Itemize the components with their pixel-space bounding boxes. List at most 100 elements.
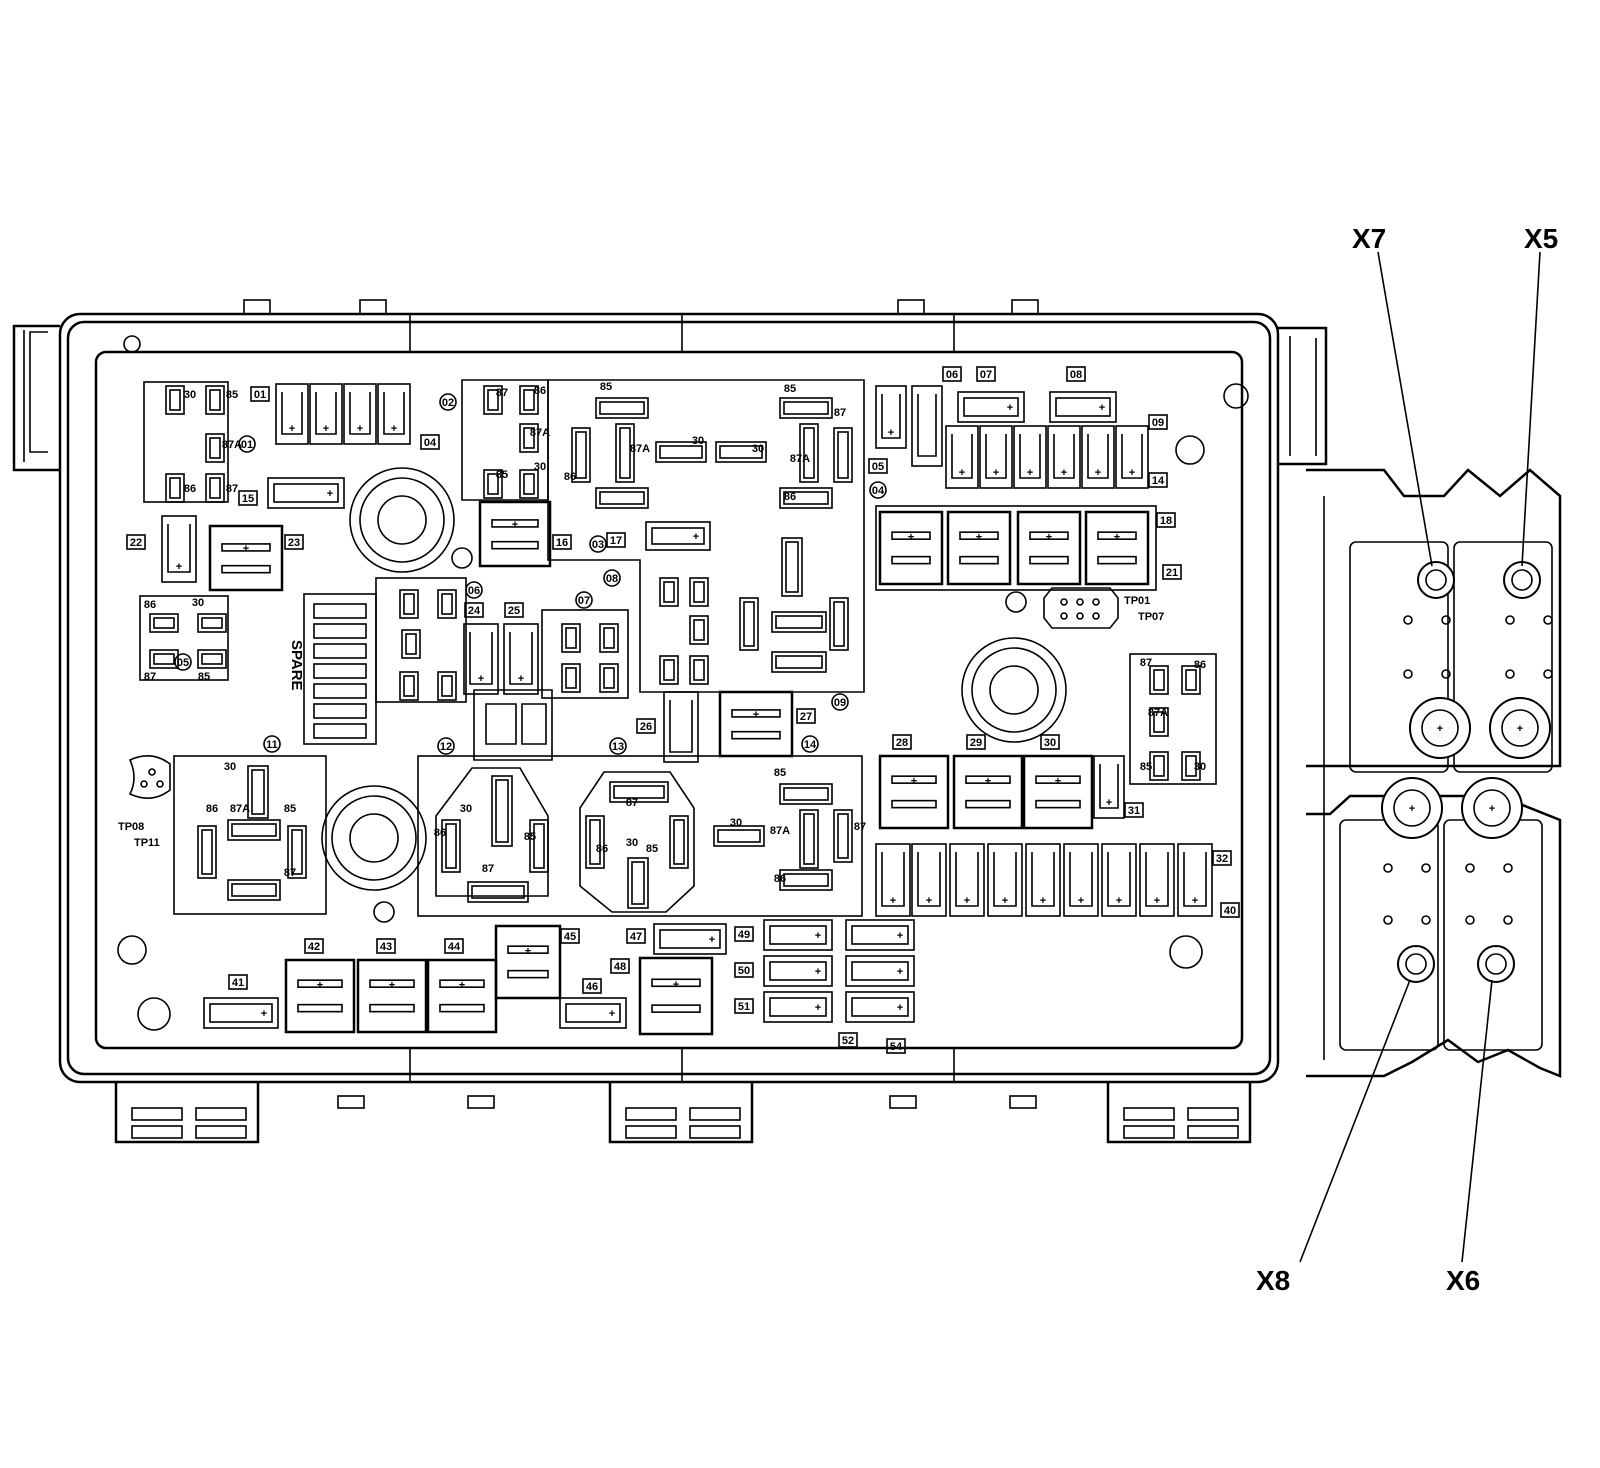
relay-terminal: [227, 879, 281, 901]
terminal-label: 85: [774, 767, 786, 779]
callout-x5: X5: [1524, 223, 1558, 254]
relay-terminal: [205, 473, 225, 503]
slot-number: 22: [130, 537, 142, 549]
relay-terminal: [799, 809, 819, 869]
terminal-label: 87A: [630, 443, 650, 455]
terminal-label: 87A: [230, 803, 250, 815]
svg-text:+: +: [1046, 532, 1052, 544]
slot-number: 18: [1160, 515, 1172, 527]
mini-fuse-horizontal: +: [845, 955, 915, 987]
svg-text:+: +: [1116, 895, 1122, 907]
relay-terminal: [441, 819, 461, 873]
terminal-label: 87A: [770, 825, 790, 837]
slot-15: 15: [238, 490, 258, 506]
svg-text:+: +: [518, 673, 524, 685]
relay-id-text: 02: [442, 397, 454, 409]
relay-id-01: 01: [238, 435, 256, 453]
relay-terminal: [519, 385, 539, 415]
relay-terminal: [659, 655, 679, 685]
svg-text:+: +: [459, 980, 465, 992]
slot-16: 16: [552, 534, 572, 550]
mini-fuse-horizontal: +: [957, 391, 1025, 423]
relay-socket-12: [435, 767, 549, 897]
relay-terminal: [771, 611, 827, 633]
mini-fuse: [663, 691, 699, 763]
relay-terminal: [627, 857, 649, 909]
relay-terminal: [149, 649, 179, 669]
relay-terminal: [165, 385, 185, 415]
terminal-label: 85: [1140, 761, 1152, 773]
relay-terminal: [149, 613, 179, 633]
slot-47: 47: [626, 928, 646, 944]
relay-terminal: [197, 825, 217, 879]
terminal-pins: [485, 703, 547, 745]
mini-fuse-horizontal: +: [653, 923, 727, 955]
slot-number: 08: [1070, 369, 1082, 381]
mini-fuse: +: [1101, 843, 1137, 917]
relay-id-text: 06: [468, 585, 480, 597]
relay-terminal: [197, 613, 227, 633]
relay-id-06: 06: [465, 581, 483, 599]
svg-text:+: +: [815, 1002, 821, 1014]
terminal-label: 86: [434, 827, 446, 839]
slot-05: 05: [868, 458, 888, 474]
spare-fuse-holder: [303, 593, 377, 745]
svg-text:+: +: [176, 561, 182, 573]
terminal-label: 85: [198, 671, 210, 683]
slot-01: 01: [250, 386, 270, 402]
tp11-label: TP11: [134, 837, 160, 849]
svg-text:+: +: [1489, 803, 1495, 815]
cartridge-fuse: +: [946, 510, 1012, 586]
terminal-label: 85: [784, 383, 796, 395]
slot-number: 50: [738, 965, 750, 977]
terminal-label: 86: [774, 873, 786, 885]
slot-number: 14: [1152, 475, 1165, 487]
relay-terminal: [483, 469, 503, 499]
slot-28: 28: [892, 734, 912, 750]
relay-terminal: [595, 397, 649, 419]
terminal-label: 30: [184, 389, 196, 401]
terminal-label: 87A: [1148, 707, 1168, 719]
tp01-label: TP01: [1124, 595, 1150, 607]
terminal-label: 86: [184, 483, 196, 495]
svg-text:+: +: [985, 776, 991, 788]
mini-fuse: +: [1115, 425, 1149, 489]
mini-fuse: +: [875, 385, 907, 449]
terminal-label: 30: [626, 837, 638, 849]
relay-id-04: 04: [869, 481, 887, 499]
mini-fuse: +: [503, 623, 539, 695]
svg-text:+: +: [1106, 797, 1112, 809]
terminal-label: 30: [1194, 761, 1206, 773]
relay-id-text: 05: [177, 657, 189, 669]
relay-id-02: 02: [439, 393, 457, 411]
svg-text:+: +: [389, 980, 395, 992]
terminal-label: 30: [692, 435, 704, 447]
svg-text:+: +: [1409, 803, 1415, 815]
slot-30: 30: [1040, 734, 1060, 750]
relay-id-11: 11: [263, 735, 281, 753]
relay-terminal: [781, 537, 803, 597]
slot-number: 32: [1216, 853, 1228, 865]
terminal-label: 86: [206, 803, 218, 815]
slot-45: 45: [560, 928, 580, 944]
slot-54: 54: [886, 1038, 906, 1054]
slot-43: 43: [376, 938, 396, 954]
mini-fuse: +: [1047, 425, 1081, 489]
mini-fuse: +: [1025, 843, 1061, 917]
terminal-label: 86: [144, 599, 156, 611]
terminal-label: 30: [534, 461, 546, 473]
svg-text:+: +: [964, 895, 970, 907]
slot-number: 27: [800, 711, 812, 723]
svg-text:+: +: [693, 531, 699, 543]
stud-rings: [321, 467, 1067, 923]
slot-number: 30: [1044, 737, 1056, 749]
terminal-label: 30: [224, 761, 236, 773]
svg-text:+: +: [926, 895, 932, 907]
relay-terminal: [779, 783, 833, 805]
relay-id-text: 12: [440, 741, 452, 753]
slot-40: 40: [1220, 902, 1240, 918]
mini-fuse-horizontal: +: [763, 919, 833, 951]
slot-number: 23: [288, 537, 300, 549]
mini-fuse-horizontal: +: [203, 997, 279, 1029]
slot-number: 51: [738, 1001, 750, 1013]
